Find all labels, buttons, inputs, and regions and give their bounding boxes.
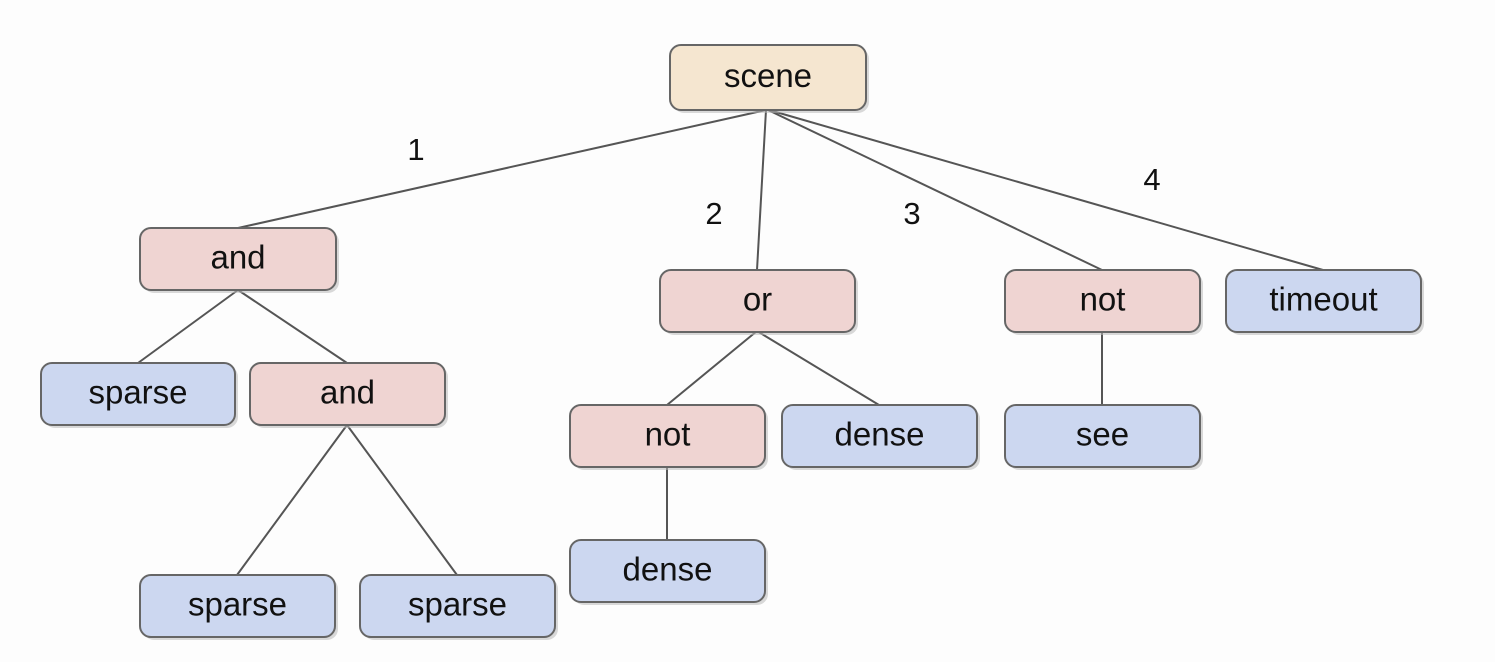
tree-node-and2[interactable]: and	[249, 362, 448, 428]
node-label: and	[210, 239, 265, 276]
tree-node-dense1[interactable]: dense	[781, 404, 980, 470]
node-label: sparse	[408, 586, 507, 623]
tree-node-sparse1[interactable]: sparse	[40, 362, 238, 428]
edge-label: 4	[1143, 162, 1160, 197]
tree-edge	[237, 109, 767, 229]
tree-node-sparse3[interactable]: sparse	[359, 574, 558, 640]
node-label: sparse	[88, 374, 187, 411]
node-label: not	[1080, 281, 1126, 318]
tree-node-or1[interactable]: or	[659, 269, 858, 335]
node-label: dense	[623, 551, 713, 588]
tree-node-not2[interactable]: not	[1004, 269, 1203, 335]
node-box[interactable]	[1004, 404, 1201, 468]
tree-edge	[346, 424, 458, 576]
node-box[interactable]	[781, 404, 978, 468]
tree-node-timeout1[interactable]: timeout	[1225, 269, 1424, 335]
tree-node-scene[interactable]: scene	[669, 44, 869, 113]
tree-edge	[767, 109, 1103, 271]
tree-edge	[666, 330, 758, 406]
node-box[interactable]	[1004, 269, 1201, 333]
tree-edge	[236, 424, 348, 576]
node-label: sparse	[188, 586, 287, 623]
node-box[interactable]	[139, 227, 337, 291]
tree-edge	[137, 289, 239, 364]
edges-layer	[137, 109, 1324, 576]
edge-label: 3	[903, 196, 920, 231]
node-box[interactable]	[669, 44, 867, 111]
tree-node-not1[interactable]: not	[569, 404, 768, 470]
edge-label: 1	[407, 132, 424, 167]
tree-edge	[756, 330, 880, 406]
tree-edge	[237, 289, 348, 364]
node-label: timeout	[1269, 281, 1377, 318]
node-box[interactable]	[1225, 269, 1422, 333]
node-label: not	[645, 416, 691, 453]
tree-node-see1[interactable]: see	[1004, 404, 1203, 470]
node-label: or	[743, 281, 772, 318]
tree-node-and1[interactable]: and	[139, 227, 339, 293]
node-label: scene	[724, 57, 812, 94]
nodes-layer: scene and sparse and sparse sparse or not dense d…	[40, 44, 1424, 640]
node-box[interactable]	[659, 269, 856, 333]
node-box[interactable]	[249, 362, 446, 426]
tree-edge	[756, 109, 767, 271]
node-box[interactable]	[139, 574, 336, 638]
tree-node-sparse2[interactable]: sparse	[139, 574, 338, 640]
node-label: see	[1076, 416, 1129, 453]
edge-labels-layer: 1 2 3 4	[407, 132, 1160, 231]
edge-label: 2	[705, 196, 722, 231]
tree-node-dense2[interactable]: dense	[569, 539, 768, 605]
node-box[interactable]	[569, 404, 766, 468]
node-label: and	[320, 374, 375, 411]
tree-edge	[768, 109, 1324, 271]
node-label: dense	[835, 416, 925, 453]
node-box[interactable]	[359, 574, 556, 638]
node-box[interactable]	[40, 362, 236, 426]
node-box[interactable]	[569, 539, 766, 603]
